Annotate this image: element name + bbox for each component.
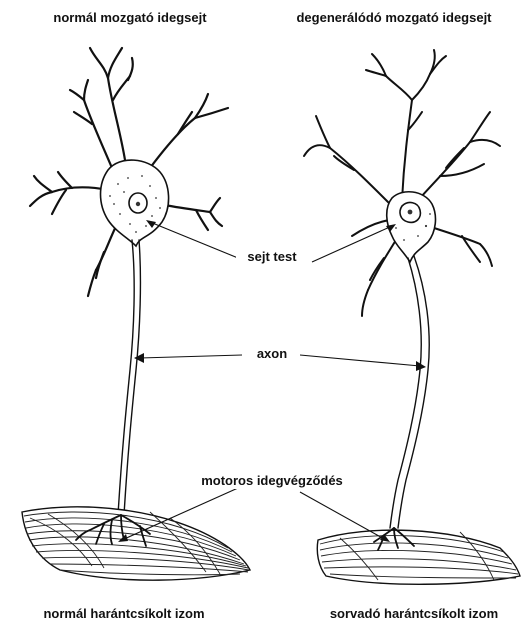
label-motor-nerve-ending: motoros idegvégződés <box>201 473 343 488</box>
normal-axon <box>118 240 140 515</box>
degenerating-axon <box>390 256 429 528</box>
caption-normal-muscle: normál harántcsíkolt izom <box>43 606 204 621</box>
normal-neuron-illustration <box>22 48 250 580</box>
title-degenerating-neuron: degenerálódó mozgató idegsejt <box>296 10 492 25</box>
title-normal-neuron: normál mozgató idegsejt <box>53 10 207 25</box>
caption-atrophied-muscle: sorvadó harántcsíkolt izom <box>330 606 498 621</box>
label-cell-body: sejt test <box>247 249 297 264</box>
degenerating-neuron-illustration <box>304 50 520 584</box>
label-axon: axon <box>257 346 287 361</box>
atrophied-muscle <box>317 530 520 584</box>
normal-muscle <box>22 507 250 580</box>
degenerating-neuron-dendrites <box>304 50 500 316</box>
